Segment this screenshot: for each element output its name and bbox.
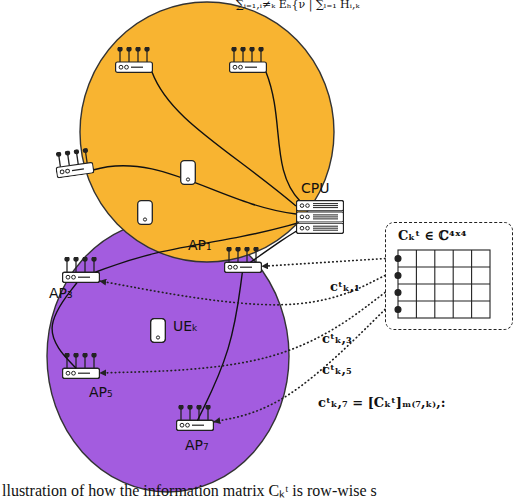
cpu-rack [297, 223, 344, 233]
fronthaul-wire [152, 72, 296, 206]
access-point-symbol [116, 47, 153, 72]
grid-frame [398, 250, 490, 318]
node-label: AP₅ [89, 384, 113, 400]
fronthaul-link [198, 273, 243, 420]
matrix-grid [395, 250, 490, 318]
fronthaul-link [251, 231, 296, 262]
access-point: AP₅ [62, 368, 100, 379]
node-label: AP₁ [188, 237, 212, 253]
access-point-symbol [230, 47, 267, 72]
node-label: AP₃ [49, 285, 73, 301]
row-assignment-arrow [100, 275, 385, 304]
access-point-symbol [63, 353, 100, 378]
phone-symbol [181, 161, 196, 185]
row-dot [395, 256, 401, 262]
grid-line [398, 300, 490, 301]
fronthaul-wires [93, 72, 300, 214]
cpu-rack [297, 212, 344, 222]
row-vector-label: cᵗₖ,₃ [322, 331, 352, 346]
cell-purple [47, 220, 289, 492]
access-point: AP₁ [224, 262, 262, 273]
row-assignment-arrow [262, 259, 385, 267]
node-label: UEₖ [173, 318, 198, 334]
figure-caption: llustration of how the information matri… [2, 482, 377, 500]
row-dot [395, 290, 401, 296]
row-dot [395, 307, 401, 313]
fronthaul-link [96, 224, 296, 272]
row-vector-label: cᵗₖ,₇ = [Cₖᵗ]ₘ₍₇,ₖ₎,: [318, 395, 446, 410]
row-vector-label: cᵗₖ,₁ [330, 279, 360, 294]
fronthaul-wire [266, 72, 300, 201]
access-point-symbol [225, 247, 262, 272]
cpu-rack [297, 201, 344, 211]
information-matrix: Cₖᵗ ∈ ℂ⁴ˣ⁴ [385, 222, 513, 330]
access-point: AP₇ [176, 420, 214, 431]
access-point: AP₃ [62, 272, 100, 283]
row-dot [395, 273, 401, 279]
formula-fragment: ∑ᵢ₌₁,ᵢ≠ₖ Eₕ{ν | ∑ₗ₌₁ Hᵢ,ₖ [236, 0, 359, 11]
access-point-symbol [177, 405, 214, 430]
matrix-label: Cₖᵗ ∈ ℂ⁴ˣ⁴ [398, 228, 467, 244]
user-equipment: UEₖ [150, 318, 166, 343]
access-point-symbol [54, 148, 94, 178]
grid-line [398, 266, 490, 267]
row-assignment-arrow [100, 293, 385, 373]
cpu-server: CPU [296, 200, 344, 234]
node-label: CPU [301, 180, 329, 196]
phone-symbol [138, 201, 153, 225]
access-point-symbol [63, 257, 100, 282]
phone-symbol [151, 319, 166, 343]
grid-line [398, 283, 490, 284]
node-label: AP₇ [185, 437, 209, 453]
row-vector-label: cᵗₖ,₅ [322, 362, 352, 377]
edge-group [52, 224, 385, 422]
